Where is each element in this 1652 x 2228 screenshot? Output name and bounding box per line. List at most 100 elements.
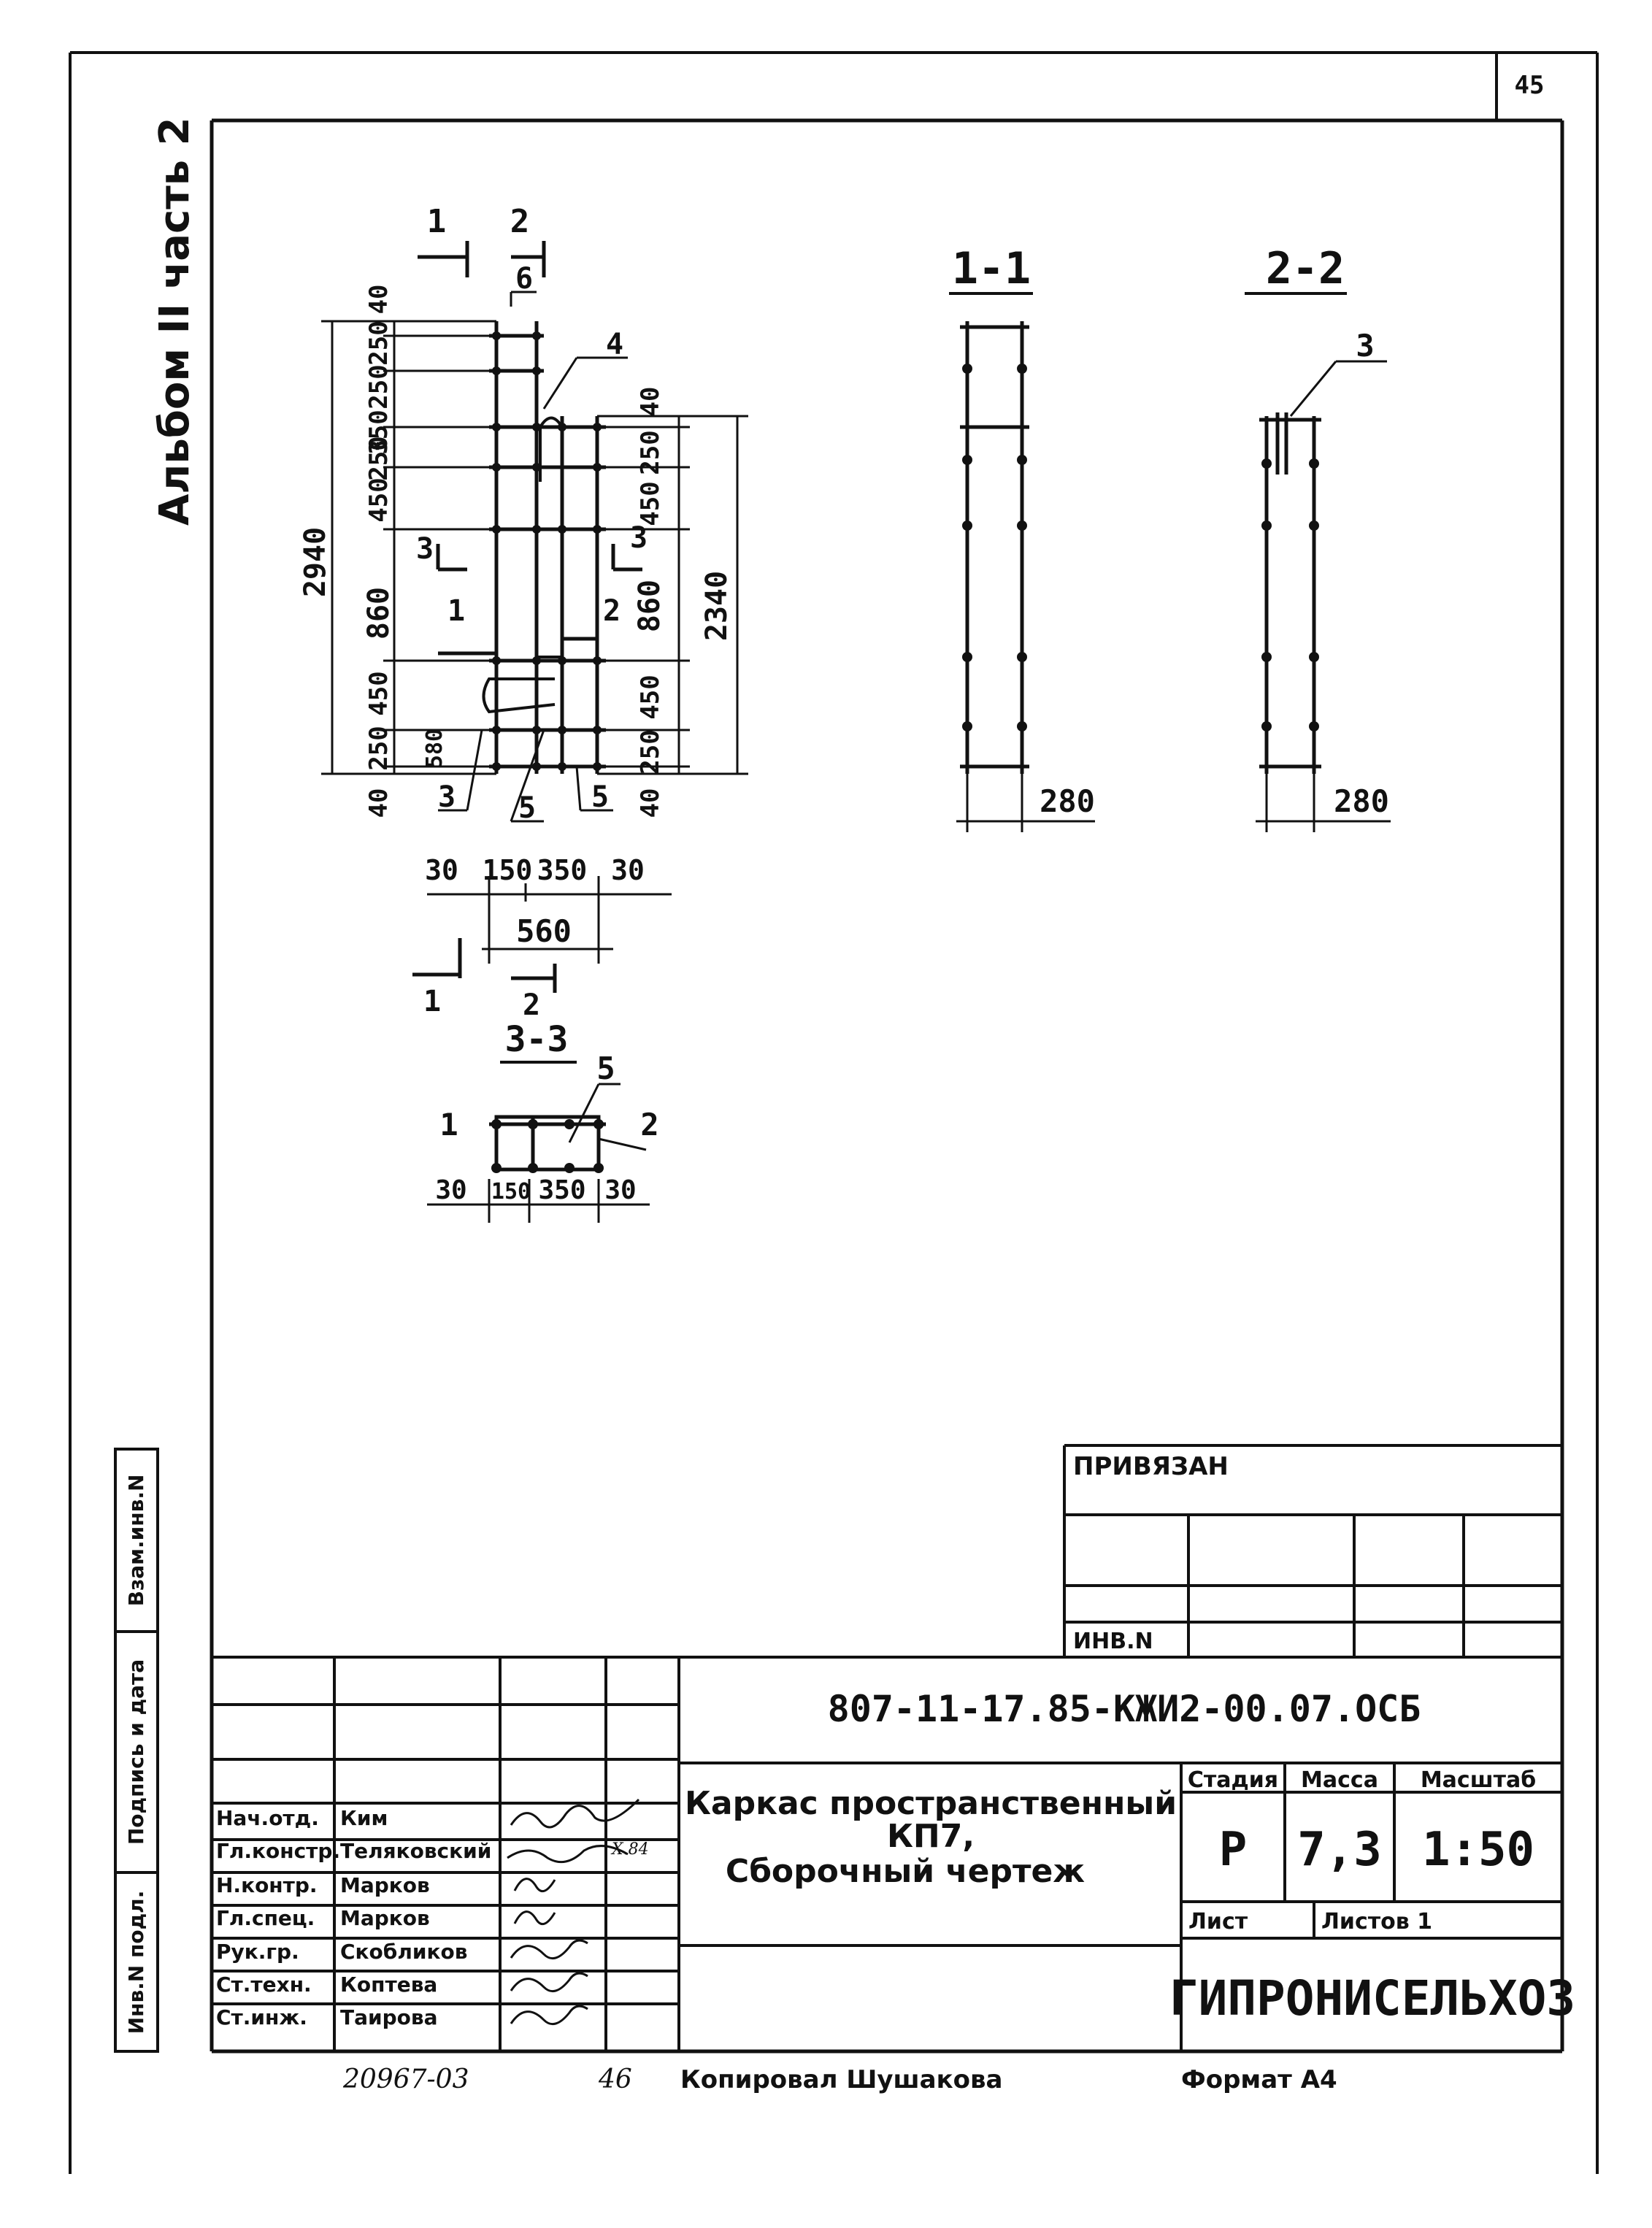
staff-name-7: Таирова	[340, 2005, 438, 2029]
dim-left-2: 250	[364, 320, 393, 365]
pos-label-5b: 5	[591, 780, 609, 814]
side-stamp-column: Инв.N подл. Подпись и дата Взам.инв.N	[114, 1448, 159, 2053]
stage-value: Р	[1219, 1823, 1248, 1877]
title-line-2: КП7,	[887, 1818, 975, 1855]
dim-right-total: 2340	[700, 571, 734, 641]
cut-mark-1-lower: 1	[447, 594, 465, 628]
doc-code: 807-11-17.85-КЖИ2-00.07.ОСБ	[828, 1688, 1421, 1730]
sheet-label: Лист	[1188, 1909, 1248, 1935]
section-2-2-pos-3: 3	[1356, 328, 1374, 364]
dim-right-3: 450	[636, 481, 665, 526]
stamp-vzam: Взам.инв.N	[124, 1475, 148, 1607]
s33-pos-5: 5	[596, 1050, 615, 1086]
footer-copied: Копировал Шушакова	[680, 2065, 1002, 2094]
dim-left-7: 860	[362, 587, 396, 639]
footer: 20967-03 46 Копировал Шушакова Формат А4	[342, 2064, 1337, 2094]
scale-label: Масштаб	[1421, 1767, 1536, 1793]
cut-mark-3-left: 3	[416, 532, 434, 566]
dim-left-6: 450	[364, 477, 393, 522]
footer-ref: 20967-03	[342, 2064, 469, 2094]
section-2-2: 2-2 3 280	[1245, 243, 1391, 832]
plan-dim-d: 30	[611, 854, 645, 886]
dim-right-6: 250	[636, 729, 665, 774]
pos-label-5a: 5	[518, 791, 536, 825]
section-2-2-title: 2-2	[1266, 243, 1345, 294]
s33-dim-d: 30	[604, 1175, 636, 1205]
dim-left-3: 250	[364, 364, 393, 409]
plan-mark-1: 1	[423, 985, 441, 1018]
pos-label-3: 3	[438, 780, 456, 814]
staff-name-1: Ким	[340, 1806, 388, 1830]
s33-pos-1: 1	[439, 1107, 458, 1142]
footer-page: 46	[598, 2064, 632, 2094]
cut-mark-1: 1	[427, 203, 447, 240]
elevation-view: 40 250 250 350 250 450 860 450 250 40 29…	[299, 203, 748, 825]
stage-label: Стадия	[1188, 1767, 1278, 1793]
binding-title: ПРИВЯЗАН	[1073, 1452, 1229, 1481]
cut-mark-3-right: 3	[630, 521, 648, 555]
s33-pos-2: 2	[640, 1107, 658, 1142]
title-line-3: Сборочный чертеж	[726, 1853, 1085, 1890]
dim-left-10: 40	[364, 788, 393, 818]
dim-right-2: 250	[636, 430, 665, 475]
plan-mark-2: 2	[523, 988, 540, 1022]
signatures	[507, 1798, 640, 2026]
mass-label: Масса	[1301, 1767, 1378, 1793]
staff-role-4: Гл.спец.	[216, 1906, 315, 1930]
dim-right-7: 40	[636, 788, 665, 818]
s33-dim-c: 350	[538, 1175, 585, 1205]
staff-name-4: Марков	[340, 1906, 430, 1930]
staff-role-2: Гл.констр.	[216, 1839, 340, 1863]
s33-dim-b: 150	[491, 1179, 531, 1205]
section-3-3: 3-3 1 2 5 30 150 350 30	[427, 1019, 659, 1223]
dim-right-1: 40	[636, 387, 665, 417]
page-number: 45	[1515, 71, 1545, 100]
cut-mark-2: 2	[510, 203, 530, 240]
dim-left-5: 250	[364, 436, 393, 480]
binding-block: ПРИВЯЗАН ИНВ.N	[1063, 1444, 1562, 1657]
plan-dimensions: 30 150 350 30 560 1 2	[412, 854, 672, 1022]
dim-right-4: 860	[633, 580, 666, 632]
staff-role-5: Рук.гр.	[216, 1940, 299, 1964]
title-line-1: Каркас пространственный	[685, 1785, 1177, 1822]
s33-dim-a: 30	[435, 1175, 466, 1205]
pos-label-4: 4	[606, 328, 623, 361]
scale-value: 1:50	[1422, 1823, 1534, 1877]
staff-name-6: Коптева	[340, 1972, 437, 1997]
pos-label-6: 6	[515, 262, 533, 296]
dim-right-5: 450	[636, 675, 665, 719]
staff-name-3: Марков	[340, 1873, 430, 1897]
plan-dim-total: 560	[516, 913, 572, 949]
binding-inv: ИНВ.N	[1073, 1629, 1153, 1654]
plan-dim-b: 150	[483, 854, 533, 886]
section-1-1: 1-1 280	[949, 243, 1095, 832]
section-1-1-width: 280	[1040, 783, 1095, 819]
mass-value: 7,3	[1297, 1823, 1382, 1877]
plan-dim-a: 30	[425, 854, 458, 886]
plan-dim-c: 350	[537, 854, 588, 886]
dim-loop: 580	[422, 729, 447, 768]
dim-left-4: 350	[364, 410, 393, 454]
staff-role-7: Ст.инж.	[216, 2005, 307, 2029]
stamp-sign-date: Подпись и дата	[124, 1659, 148, 1845]
album-header: Альбом II часть 2	[151, 117, 199, 526]
staff-name-5: Скобликов	[340, 1940, 467, 1964]
dim-left-1: 40	[364, 285, 393, 315]
title-block: 807-11-17.85-КЖИ2-00.07.ОСБ Каркас прост…	[212, 1656, 1575, 2051]
staff-role-6: Ст.техн.	[216, 1972, 312, 1997]
dim-left-9: 250	[364, 726, 393, 770]
sheets-label: Листов 1	[1321, 1909, 1432, 1935]
footer-format: Формат А4	[1181, 2065, 1337, 2094]
staff-name-2: Теляковский	[340, 1839, 491, 1863]
section-1-1-title: 1-1	[952, 243, 1031, 294]
section-2-2-width: 280	[1334, 783, 1389, 819]
dim-left-total: 2940	[299, 527, 332, 597]
staff-role-3: Н.контр.	[216, 1873, 318, 1897]
org-name: ГИПРОНИСЕЛЬХОЗ	[1169, 1970, 1575, 2027]
cut-mark-2-lower: 2	[603, 594, 621, 628]
stamp-inv-podl: Инв.N подл.	[124, 1891, 148, 2035]
dim-left-8: 450	[364, 671, 393, 715]
section-3-3-title: 3-3	[505, 1019, 569, 1060]
staff-role-1: Нач.отд.	[216, 1806, 319, 1830]
